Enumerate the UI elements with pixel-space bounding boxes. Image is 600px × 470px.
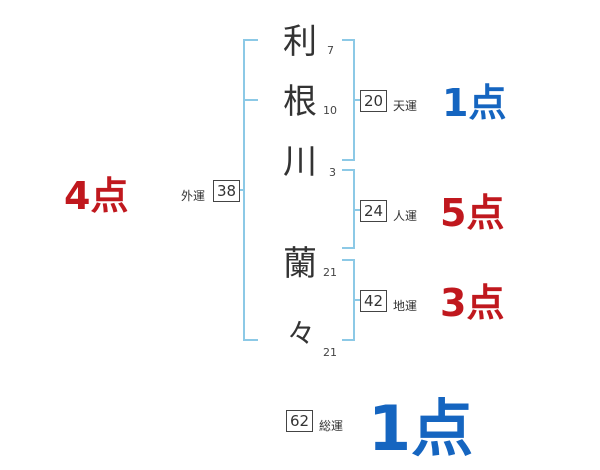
jinun-score: 5点 bbox=[440, 191, 505, 235]
stroke-count-5: 21 bbox=[323, 346, 337, 359]
tenun-label: 天運 bbox=[393, 99, 418, 113]
chiun-score: 3点 bbox=[440, 281, 505, 325]
name-char-5: 々 bbox=[287, 317, 316, 350]
name-char-3: 川 bbox=[283, 142, 317, 182]
chiun-label: 地運 bbox=[393, 299, 418, 313]
jinun-value-box: 24 bbox=[360, 200, 388, 222]
tenun-value-box: 20 bbox=[360, 90, 388, 112]
souun-score: 1点 bbox=[368, 392, 474, 465]
tenun-score: 1点 bbox=[442, 81, 507, 125]
name-char-4: 蘭 bbox=[283, 244, 317, 284]
gaiun-value-box: 38 bbox=[213, 180, 241, 202]
souun-label: 総運 bbox=[319, 419, 344, 433]
stroke-count-1: 7 bbox=[327, 44, 334, 57]
gaiun-label: 外運 bbox=[181, 189, 206, 203]
stroke-count-3: 3 bbox=[329, 166, 336, 179]
name-char-1: 利 bbox=[283, 22, 317, 62]
name-char-2: 根 bbox=[283, 82, 317, 122]
stroke-count-4: 21 bbox=[323, 266, 337, 279]
chiun-value-box: 42 bbox=[360, 290, 388, 312]
gaiun-score: 4点 bbox=[64, 174, 129, 218]
jinun-label: 人運 bbox=[393, 209, 418, 223]
stroke-count-2: 10 bbox=[323, 104, 337, 117]
souun-value-box: 62 bbox=[286, 410, 314, 432]
